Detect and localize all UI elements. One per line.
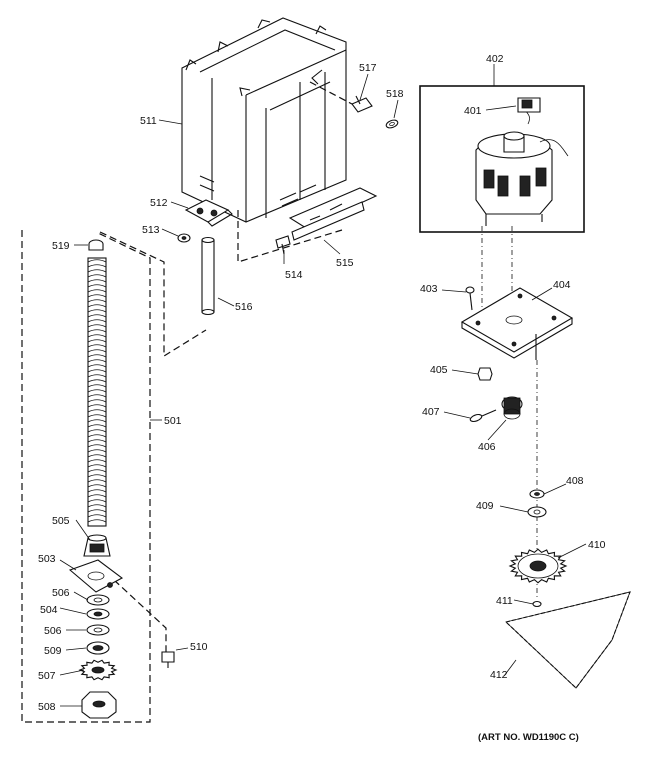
label-408: 408 <box>566 475 584 487</box>
label-404: 404 <box>553 279 571 291</box>
label-403: 403 <box>420 283 438 295</box>
part-labels: 511 512 513 514 515 516 517 518 519 501 … <box>38 53 606 743</box>
label-513: 513 <box>142 224 160 236</box>
label-410: 410 <box>588 539 606 551</box>
washer-411 <box>532 600 542 608</box>
label-503: 503 <box>38 553 56 565</box>
washer-408 <box>529 489 545 499</box>
screw-assembly-connector <box>99 231 207 358</box>
bracket-plate-515 <box>288 187 378 241</box>
label-507: 507 <box>38 670 56 682</box>
label-501: 501 <box>164 415 182 427</box>
washer-409 <box>527 506 547 518</box>
sprocket-507 <box>78 659 118 681</box>
washer-506-top <box>86 594 110 606</box>
frame-dashed-outline <box>237 210 343 263</box>
pulley-406 <box>501 396 523 420</box>
label-517: 517 <box>359 62 377 74</box>
label-509: 509 <box>44 645 62 657</box>
drive-screw <box>87 257 107 527</box>
frame-bracket-511 <box>181 17 347 223</box>
label-510: 510 <box>190 641 208 653</box>
label-506a: 506 <box>52 587 70 599</box>
screw-assembly-box-501 <box>21 230 151 723</box>
label-519: 519 <box>52 240 70 252</box>
screw-403 <box>465 286 475 311</box>
nut-508 <box>81 691 117 719</box>
nut-405 <box>477 367 493 381</box>
label-505: 505 <box>52 515 70 527</box>
motor-box-402 <box>419 85 585 233</box>
label-405: 405 <box>430 364 448 376</box>
label-514: 514 <box>285 269 303 281</box>
rod-516 <box>201 236 215 316</box>
label-506b: 506 <box>44 625 62 637</box>
label-504: 504 <box>40 604 58 616</box>
art-number: (ART NO. WD1190C C) <box>478 732 579 743</box>
bearing-504 <box>86 608 110 620</box>
top-nut-519 <box>88 239 104 251</box>
mounting-plate-503 <box>68 559 124 593</box>
clip-518 <box>385 119 399 129</box>
motor-401 <box>475 97 569 226</box>
label-407: 407 <box>422 406 440 418</box>
chain-412 <box>505 591 631 689</box>
frame-dashed-connector <box>309 81 353 105</box>
pin-407 <box>469 409 497 423</box>
plate-connector <box>113 579 167 652</box>
bearing-509 <box>86 641 110 655</box>
label-518: 518 <box>386 88 404 100</box>
bolt-510 <box>161 651 175 668</box>
label-409: 409 <box>476 500 494 512</box>
label-512: 512 <box>150 197 168 209</box>
mount-block-512 <box>184 199 233 227</box>
leader-lines <box>59 64 587 707</box>
clip-517 <box>351 95 373 113</box>
label-508: 508 <box>38 701 56 713</box>
label-411: 411 <box>496 595 513 607</box>
washer-506-bottom <box>86 624 110 636</box>
label-412: 412 <box>490 669 508 681</box>
label-401: 401 <box>464 105 482 117</box>
coupling-505 <box>83 534 111 557</box>
label-402: 402 <box>486 53 504 65</box>
label-406: 406 <box>478 441 496 453</box>
washer-513 <box>177 233 191 243</box>
label-516: 516 <box>235 301 253 313</box>
label-515: 515 <box>336 257 354 269</box>
motor-plate-404 <box>460 287 574 360</box>
label-511: 511 <box>140 115 157 127</box>
bolt-514 <box>275 235 291 255</box>
drive-sprocket-410 <box>508 548 568 584</box>
